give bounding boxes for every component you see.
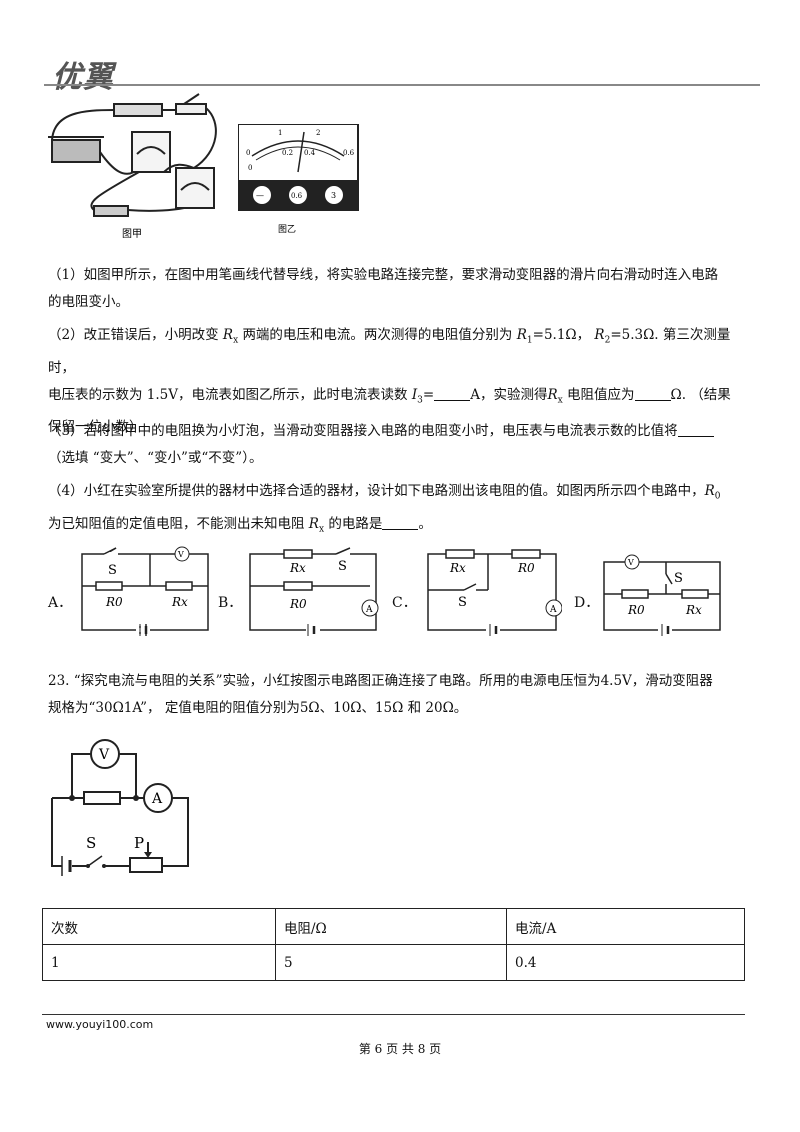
circuit-c: A Rx R0 S <box>427 549 562 636</box>
tick-top-2: 2 <box>316 129 320 137</box>
svg-text:V: V <box>98 747 110 763</box>
table-cell: 0.4 <box>506 944 745 981</box>
svg-text:S: S <box>86 834 96 852</box>
brand-logo: 优翼 <box>52 60 114 95</box>
option-d-label: D． <box>574 595 600 611</box>
footer-url[interactable]: www.youyi100.com <box>46 1018 154 1031</box>
svg-text:P: P <box>134 834 144 852</box>
svg-text:R0: R0 <box>105 595 123 609</box>
svg-text:V: V <box>627 558 634 567</box>
tick-06: 0.6 <box>343 149 355 157</box>
tick-zero: 0 <box>248 164 252 172</box>
q22-part3: （3）若将图甲中的电阻换为小灯泡，当滑动变阻器接入电路的电阻变小时，电压表与电流… <box>48 418 756 472</box>
table-row: 1 5 0.4 <box>42 944 745 981</box>
svg-text:S: S <box>674 571 683 586</box>
option-c-label: C． <box>392 595 417 611</box>
q23-stem: 23. “探究电流与电阻的关系”实验，小红按图示电路图正确连接了电路。所用的电源… <box>48 673 713 716</box>
table-header-cell: 电流/A <box>506 908 745 945</box>
data-table: 次数 电阻/Ω 电流/A 1 5 0.4 <box>42 908 745 981</box>
svg-text:A: A <box>151 791 163 807</box>
svg-text:R0: R0 <box>517 561 535 575</box>
circuit-a: V S R0 Rx <box>81 546 209 636</box>
tick-02: 0.2 <box>282 149 293 157</box>
terminal-06: 0.6 <box>291 192 303 200</box>
q22-part2: （2）改正错误后，小明改变 Rx 两端的电压和电流。两次测得的电阻值分别为 R1… <box>48 327 731 436</box>
header-divider <box>44 84 760 86</box>
page-number: 第 6 页 共 8 页 <box>358 1042 442 1056</box>
table-header-row: 次数 电阻/Ω 电流/A <box>42 908 745 945</box>
svg-text:Rx: Rx <box>171 595 188 609</box>
svg-text:Rx: Rx <box>289 561 306 575</box>
answer-blank-current[interactable] <box>434 386 471 401</box>
option-a-label: A． <box>48 595 73 611</box>
terminal-neg: — <box>256 191 264 200</box>
svg-text:R0: R0 <box>289 597 307 611</box>
svg-text:Rx: Rx <box>685 603 702 617</box>
circuit-b: A Rx S R0 <box>249 547 379 636</box>
answer-blank-resistance[interactable] <box>634 386 671 401</box>
answer-blank-ratio[interactable] <box>677 422 714 437</box>
tick-0: 0 <box>246 149 250 157</box>
q22-part1: （1）如图甲所示，在图中用笔画线代替导线，将实验电路连接完整，要求滑动变阻器的滑… <box>48 267 719 310</box>
q23-circuit: V A S P <box>51 739 189 876</box>
svg-text:Rx: Rx <box>449 561 466 575</box>
svg-text:S: S <box>338 559 347 574</box>
svg-text:S: S <box>458 595 467 610</box>
option-b-label: B． <box>218 595 243 611</box>
caption-jia: 图甲 <box>122 228 142 240</box>
svg-text:A: A <box>549 605 557 615</box>
tick-top-1: 1 <box>278 129 282 137</box>
caption-yi: 图乙 <box>278 224 296 235</box>
battery-box <box>113 103 163 117</box>
answer-blank-circuit[interactable] <box>382 515 419 530</box>
figure-yi-ammeter: 1 2 0 0.2 0.4 0.6 0 — 0.6 3 图乙 <box>238 124 359 235</box>
q22-part4: （4）小红在实验室所提供的器材中选择合适的器材，设计如下电路测出该电阻的值。如图… <box>48 483 721 535</box>
table-header-cell: 次数 <box>42 908 276 945</box>
tick-04: 0.4 <box>304 149 316 157</box>
terminal-3: 3 <box>331 191 336 200</box>
svg-text:R0: R0 <box>627 603 645 617</box>
figure-jia: 图甲 <box>48 93 217 240</box>
table-header-cell: 电阻/Ω <box>275 908 507 945</box>
footer-divider <box>42 1014 745 1015</box>
svg-text:S: S <box>108 563 117 578</box>
circuit-d: V S R0 Rx <box>603 554 721 636</box>
table-cell: 5 <box>275 944 507 981</box>
svg-text:V: V <box>177 550 184 559</box>
table-cell: 1 <box>42 944 276 981</box>
svg-text:A: A <box>365 605 373 615</box>
